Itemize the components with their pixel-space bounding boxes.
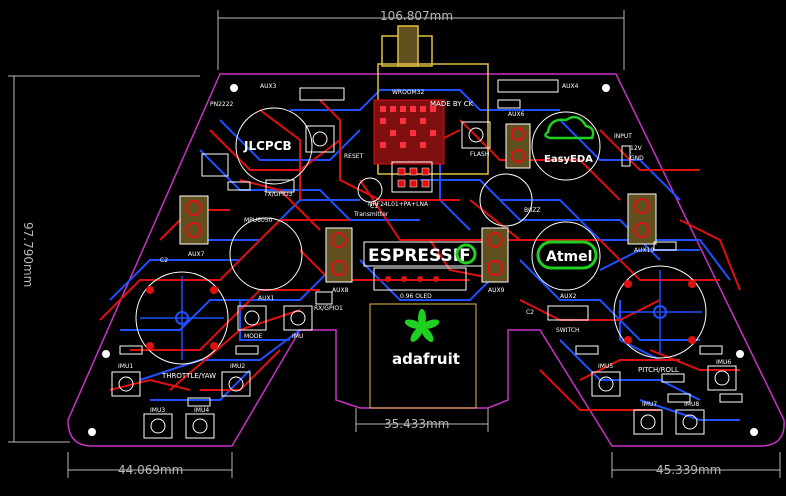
- adafruit-logo: adafruit: [392, 309, 460, 368]
- smd-resistors: [119, 99, 743, 407]
- jlcpcb-ring: [235, 107, 313, 185]
- header-strips: [201, 79, 631, 321]
- aux-connectors: [179, 123, 657, 283]
- c1-capacitor: [357, 177, 383, 203]
- imu-button: [283, 305, 313, 331]
- easyeda-logo: EasyEDA: [544, 115, 595, 165]
- espressif-text: ESPRESSIF: [368, 246, 471, 266]
- aux3-label: AUX3: [260, 83, 277, 90]
- flash-button: [461, 121, 491, 149]
- flash-label: FLASH: [470, 151, 489, 158]
- dimension-lines: [8, 10, 781, 478]
- atmel-ring: [531, 221, 601, 291]
- imu4-button: [185, 413, 215, 439]
- antenna-connector: [377, 25, 489, 175]
- pn2222-label: PN2222: [210, 101, 234, 108]
- aux9-label: AUX9: [488, 287, 505, 294]
- aux8-label: AUX8: [332, 287, 349, 294]
- adafruit-text: adafruit: [392, 350, 460, 368]
- mpu-label: MPU6050: [244, 217, 273, 224]
- jlcpcb-logo: JLCPCB: [243, 139, 292, 153]
- aux1-label: AUX1: [258, 295, 275, 302]
- aux4-label: AUX4: [562, 83, 579, 90]
- espressif-logo: ESPRESSIF: [363, 241, 483, 267]
- dim-bottom-right: 45.339mm: [656, 463, 721, 477]
- mounting-holes: [88, 84, 758, 436]
- buzz-label: BUZZ: [524, 207, 541, 214]
- aux10-label: AUX10: [634, 247, 654, 254]
- atmel-text: Atmel: [546, 249, 592, 265]
- easyeda-ring: [531, 111, 601, 181]
- imu1-label: IMU1: [118, 363, 133, 370]
- mode-button: [237, 305, 267, 331]
- imu2-label: IMU2: [230, 363, 245, 370]
- oled-label: 0.96 OLED: [400, 293, 432, 300]
- gnd-label: GND: [630, 155, 644, 162]
- imu6-label: IMU6: [716, 359, 731, 366]
- c1-label: C1: [370, 203, 378, 210]
- mode-label: MODE: [244, 333, 263, 340]
- wroom32-label: WROOM32: [392, 89, 425, 96]
- board-outline: [67, 73, 785, 447]
- throttle-yaw-label: THROTTLE/YAW: [161, 372, 216, 380]
- imu-label: IMU: [292, 333, 303, 340]
- throttle-joystick: [135, 271, 229, 365]
- oled-footprint: [369, 267, 477, 409]
- buzzer-ring: [479, 173, 533, 227]
- pitch-roll-label: PITCH/ROLL: [638, 366, 679, 374]
- reset-button: [305, 125, 335, 153]
- mpu-ring: [229, 217, 303, 291]
- tx-gpio3-label: TX/GPIO3: [263, 191, 293, 198]
- c2-left-label: C2: [160, 257, 168, 264]
- tact-buttons: [111, 121, 737, 439]
- reset-label: RESET: [344, 153, 364, 160]
- made-by-label: MADE BY CK: [430, 100, 474, 108]
- dim-top-width: 106.807mm: [380, 9, 453, 23]
- dim-bottom-left: 44.069mm: [118, 463, 183, 477]
- imu3-button: [143, 413, 173, 439]
- easyeda-text: EasyEDA: [544, 154, 593, 165]
- dim-left-height: 97.790mm: [21, 222, 35, 287]
- aux2-label: AUX2: [560, 293, 577, 300]
- imu8-button: [675, 409, 705, 435]
- aux6-pad: [505, 123, 531, 169]
- imu5-label: IMU5: [598, 363, 613, 370]
- imu7-label: IMU7: [642, 401, 657, 408]
- jlcpcb-text: JLCPCB: [243, 139, 292, 153]
- aux7-label: AUX7: [188, 251, 205, 258]
- c2-right-label: C2: [526, 309, 534, 316]
- rx-gpio1-label: RX/GPIO1: [314, 305, 343, 312]
- 12v-label: 12V: [630, 145, 643, 152]
- aux9-pad: [481, 227, 509, 283]
- aux10-pad: [627, 193, 657, 245]
- nrf-label: NRF24L01+PA+LNA: [368, 201, 429, 208]
- imu6-button: [707, 365, 737, 391]
- pitch-roll-joystick: [613, 265, 707, 359]
- aux8-pad: [325, 227, 353, 283]
- aux6-label: AUX6: [508, 111, 525, 118]
- imu5-button: [591, 371, 621, 397]
- nrf-module: NRF24L01+PA+LNA Transmitter: [353, 161, 433, 218]
- imu8-label: IMU8: [684, 401, 699, 408]
- imu1-button: [111, 371, 141, 397]
- transmitter-label: Transmitter: [353, 211, 389, 218]
- aux-pad-holes: [186, 127, 650, 276]
- atmel-logo: Atmel: [536, 240, 598, 270]
- wroom32-module: WROOM32 MADE BY CK: [373, 89, 474, 165]
- input-label: INPUT: [614, 133, 632, 140]
- imu7-button: [633, 409, 663, 435]
- imu2-button: [221, 371, 251, 397]
- dim-bottom-center: 35.433mm: [384, 417, 449, 431]
- imu3-label: IMU3: [150, 407, 165, 414]
- imu4-label: IMU4: [194, 407, 209, 414]
- switch-label: SWITCH: [556, 327, 580, 334]
